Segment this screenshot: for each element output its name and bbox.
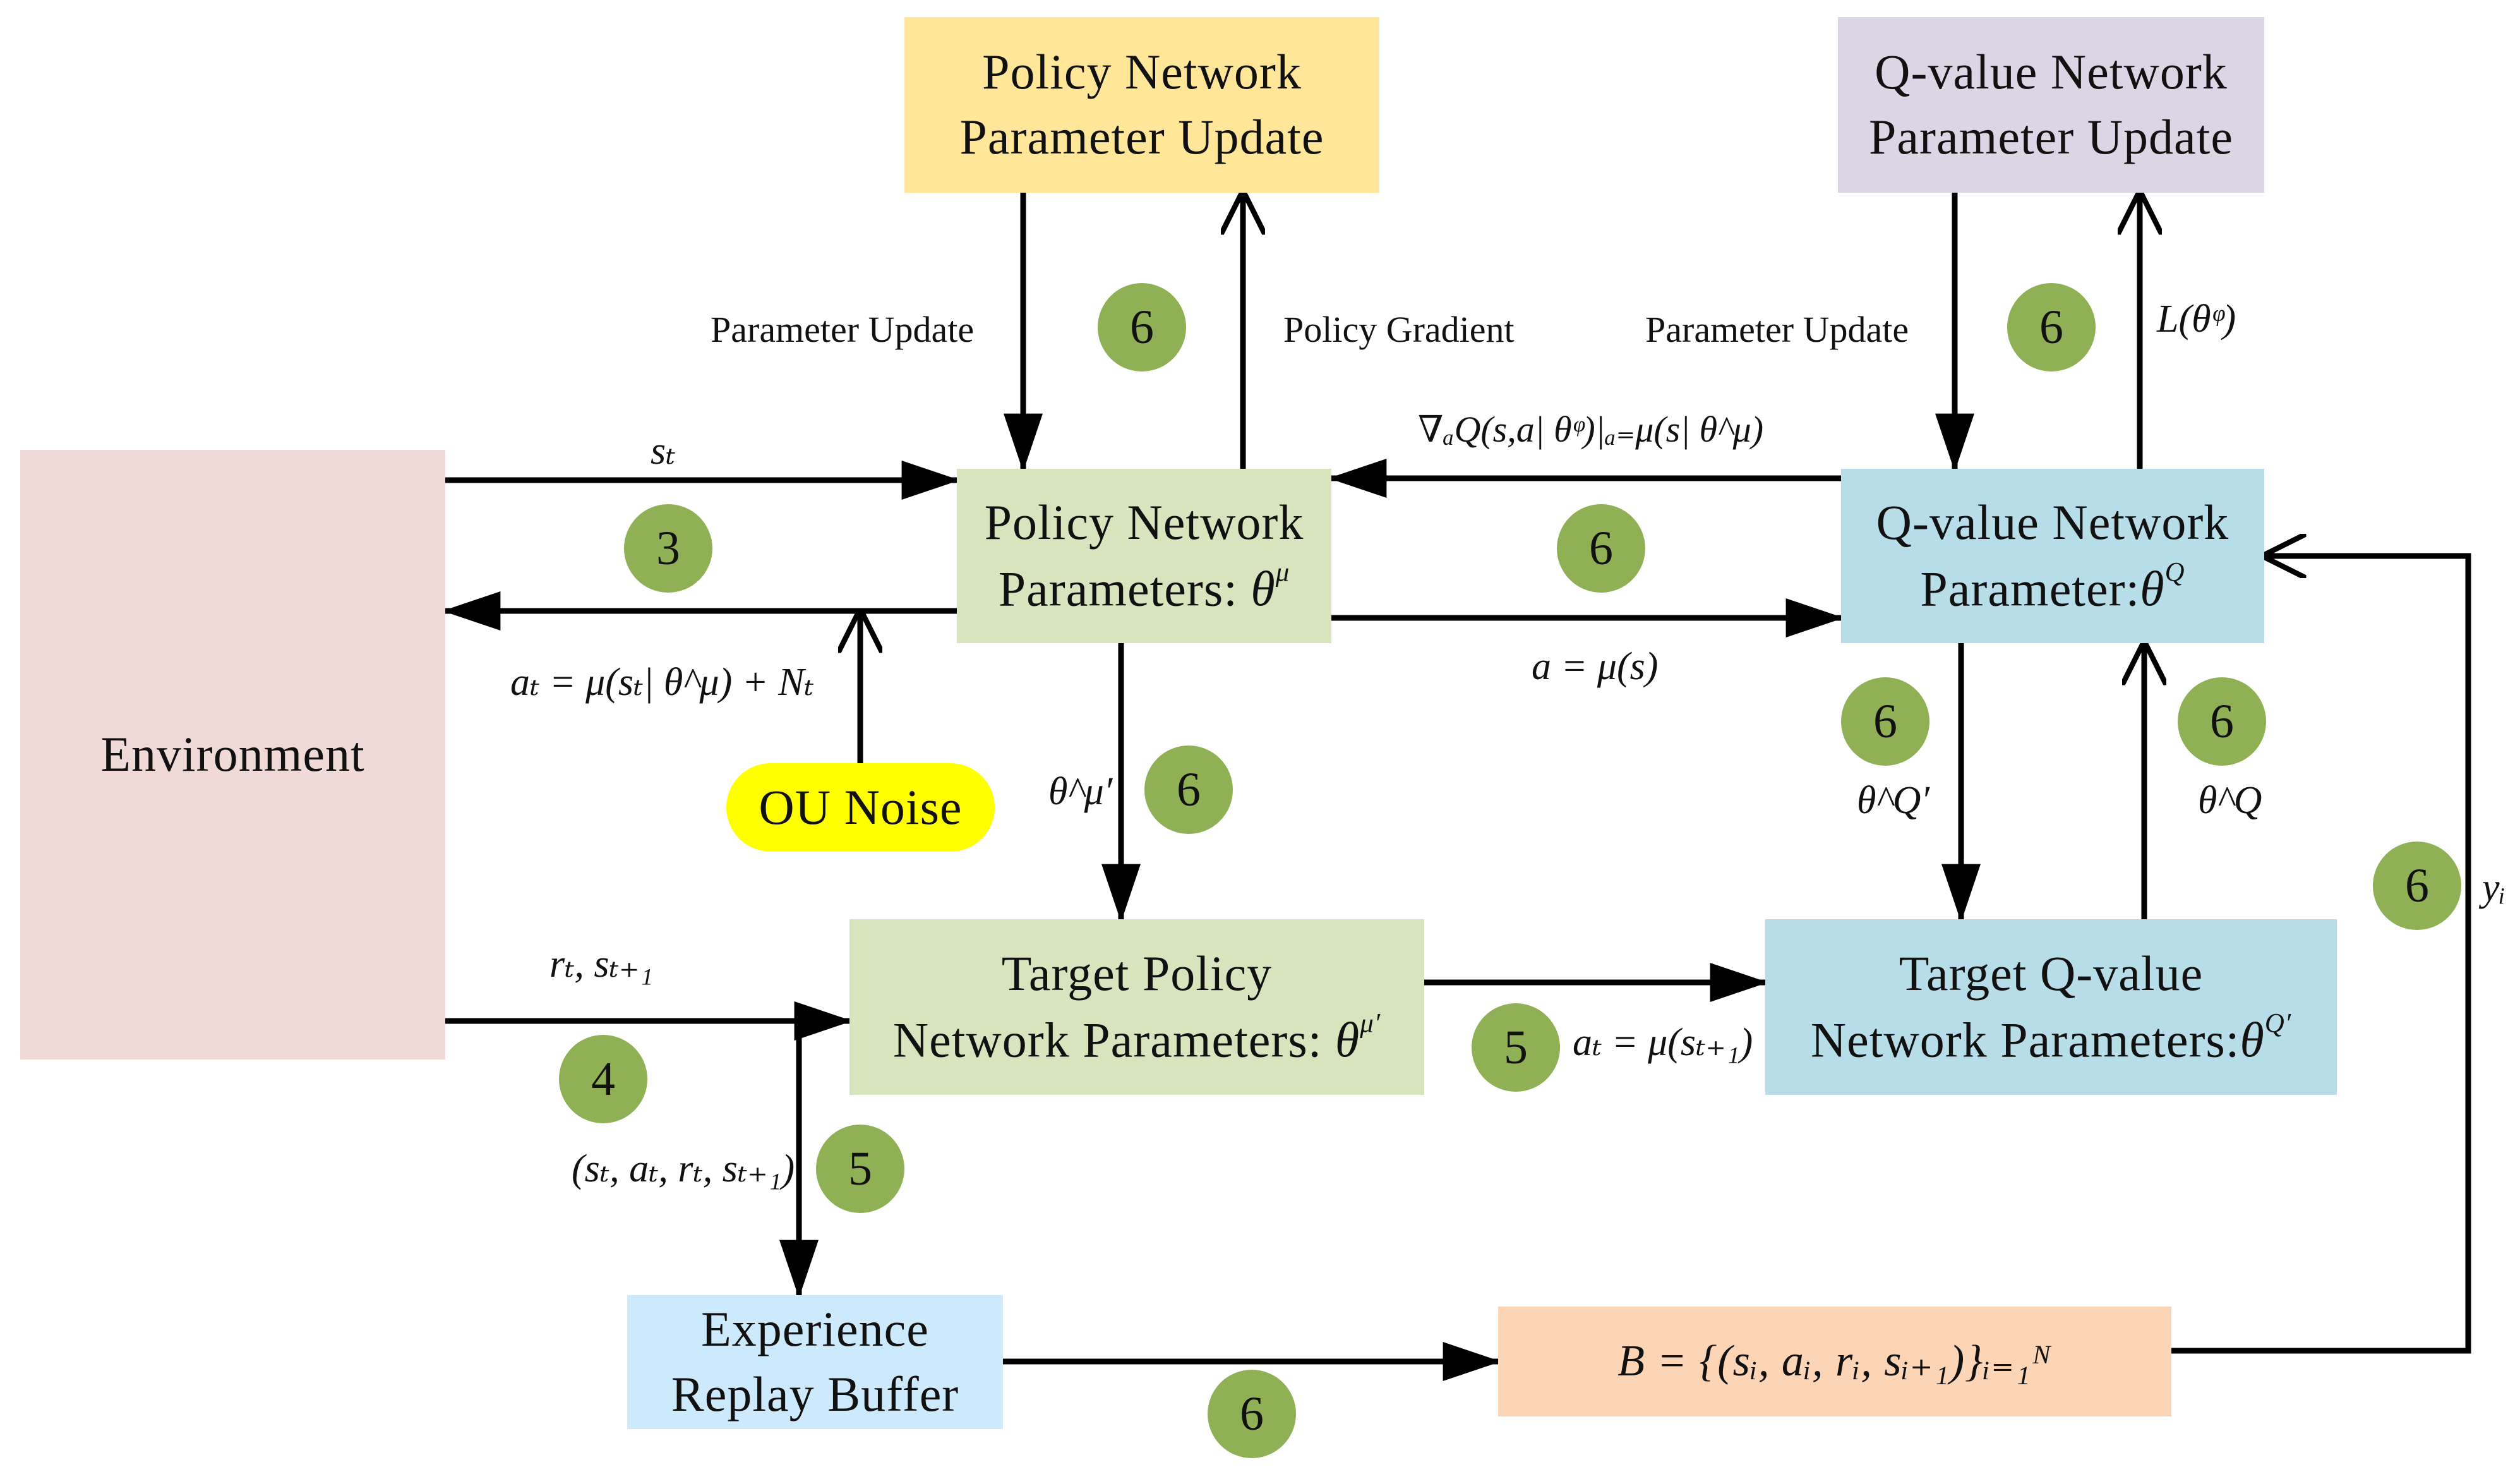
- policy-action-label: a = μ(s): [1532, 645, 1659, 688]
- policy-params-box: Policy Network Parameters: θμ: [957, 469, 1331, 643]
- target-q-line2: Network Parameters:θQ′: [1811, 1006, 2291, 1073]
- policy-update-line1: Policy Network: [982, 44, 1302, 100]
- theta-q-symbol: θQ: [2140, 557, 2185, 617]
- q-update-line1: Q-value Network: [1875, 44, 2228, 100]
- state-label: sₜ: [651, 430, 676, 473]
- policy-update-box: Policy Network Parameter Update: [904, 17, 1379, 193]
- environment-box: Environment: [20, 450, 445, 1060]
- policy-params-line1: Policy Network: [984, 494, 1304, 550]
- theta-mu-prime-sup: μ′: [1360, 1008, 1381, 1039]
- policy-update-line2: Parameter Update: [959, 109, 1324, 164]
- target-policy-line2: Network Parameters: θμ′: [893, 1006, 1381, 1073]
- q-params-text: Parameter:: [1920, 561, 2140, 617]
- theta-mu-prime-symbol: θμ′: [1335, 1008, 1381, 1068]
- theta-q-prime-label: θ^Q′: [1857, 779, 1929, 822]
- environment-label: Environment: [100, 727, 365, 782]
- reward-next-state-label: rₜ, sₜ₊₁: [549, 943, 654, 986]
- step-badge-target-q: 6: [2178, 677, 2266, 766]
- step-badge-store-transition: 5: [816, 1125, 904, 1213]
- q-update-box: Q-value Network Parameter Update: [1838, 17, 2264, 193]
- q-params-box: Q-value Network Parameter:θQ: [1841, 469, 2264, 643]
- step-badge-soft-update-policy: 6: [1144, 746, 1233, 834]
- theta-mu-sup: μ: [1275, 557, 1290, 588]
- target-q-box: Target Q-value Network Parameters:θQ′: [1765, 919, 2337, 1095]
- step-badge-target-value: 6: [2373, 842, 2461, 930]
- policy-params-text: Parameters:: [998, 561, 1251, 617]
- loss-label: L(θᵠ): [2157, 298, 2236, 341]
- target-policy-line1: Target Policy: [1001, 945, 1273, 1001]
- theta-mu-symbol: θμ: [1251, 557, 1290, 617]
- step-badge-target-action: 5: [1472, 1003, 1560, 1092]
- target-policy-text: Network Parameters:: [892, 1012, 1335, 1068]
- theta-q-label: θ^Q: [2198, 779, 2262, 822]
- ou-noise-box: OU Noise: [726, 763, 995, 852]
- target-policy-box: Target Policy Network Parameters: θμ′: [849, 919, 1424, 1095]
- replay-buffer-box: Experience Replay Buffer: [627, 1295, 1003, 1429]
- replay-buffer-line2: Replay Buffer: [671, 1367, 959, 1422]
- theta-symbol: θ: [2240, 1012, 2265, 1068]
- theta-symbol: θ: [1251, 561, 1276, 617]
- action-noise-label: aₜ = μ(sₜ| θ^μ) + Nₜ: [510, 661, 814, 704]
- step-badge-q-gradient: 6: [1557, 504, 1645, 593]
- replay-buffer-line1: Experience: [701, 1301, 929, 1357]
- target-q-line1: Target Q-value: [1899, 945, 2204, 1001]
- theta-q-prime-sup: Q′: [2264, 1008, 2292, 1039]
- minibatch-formula: B = {(sᵢ, aᵢ, rᵢ, sᵢ₊₁)}ᵢ₌₁ᴺ: [1617, 1336, 2052, 1386]
- target-action-label: aₜ = μ(sₜ₊₁): [1573, 1021, 1753, 1064]
- transition-label: (sₜ, aₜ, rₜ, sₜ₊₁): [572, 1147, 795, 1190]
- theta-symbol: θ: [1335, 1012, 1360, 1068]
- step-badge-state: 3: [624, 504, 712, 593]
- ou-noise-label: OU Noise: [759, 779, 963, 835]
- step-badge-q-update: 6: [2007, 283, 2096, 371]
- q-param-update-label: Parameter Update: [1645, 309, 1909, 350]
- theta-symbol: θ: [2140, 561, 2165, 617]
- target-value-label: yᵢ: [2482, 866, 2506, 909]
- target-q-text: Network Parameters:: [1810, 1012, 2240, 1068]
- q-params-line2: Parameter:θQ: [1920, 555, 2185, 622]
- policy-gradient-label: Policy Gradient: [1283, 309, 1515, 350]
- q-update-line2: Parameter Update: [1869, 109, 2233, 164]
- theta-q-prime-symbol: θQ′: [2240, 1008, 2292, 1068]
- step-badge-soft-update-q: 6: [1841, 677, 1929, 766]
- minibatch-box: B = {(sᵢ, aᵢ, rᵢ, sᵢ₊₁)}ᵢ₌₁ᴺ: [1498, 1307, 2171, 1416]
- q-params-line1: Q-value Network: [1876, 494, 2229, 550]
- step-badge-policy-update: 6: [1098, 283, 1186, 371]
- q-gradient-label: ∇ₐQ(s,a| θᵠ)|ₐ₌μ(s| θ^μ): [1418, 409, 1764, 450]
- theta-mu-prime-label: θ^μ′: [1048, 770, 1113, 813]
- step-badge-sample-batch: 6: [1208, 1370, 1296, 1458]
- arrow-target-value: [2171, 556, 2471, 1354]
- step-badge-reward: 4: [559, 1035, 647, 1123]
- theta-q-sup: Q: [2164, 557, 2185, 588]
- policy-params-line2: Parameters: θμ: [999, 555, 1290, 622]
- policy-param-update-label: Parameter Update: [711, 309, 975, 350]
